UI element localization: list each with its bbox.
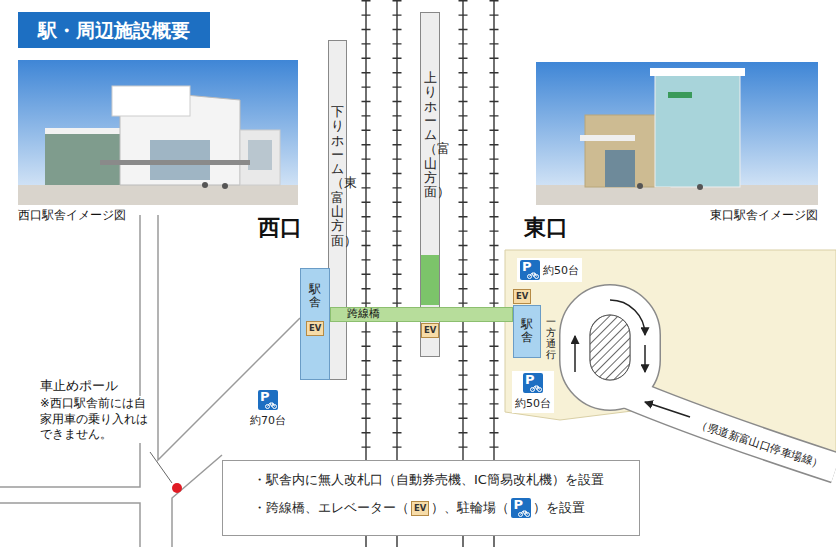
parking-letter: P (525, 373, 535, 387)
elevator-mark: EV (513, 289, 531, 304)
vertical-text: 駅舎 (309, 283, 321, 309)
bollard-label: 車止めポール (40, 377, 118, 395)
elevator-mark: EV (411, 501, 429, 516)
parking-letter: P (513, 498, 523, 512)
frame (530, 273, 537, 277)
parking-letter: P (522, 260, 532, 274)
parking-icon: P (511, 498, 531, 518)
note-line: ・駅舎内に無人改札口（自動券売機、IC簡易改札機）を設置 (253, 471, 639, 489)
node-text: EV (414, 503, 426, 513)
capacity-text: 約50台 (515, 396, 551, 411)
bicycle-parking: P 約50台 (512, 371, 554, 413)
title-text: 駅・周辺施設概要 (38, 19, 190, 41)
frame (521, 511, 528, 515)
parking-icon: P (520, 260, 540, 280)
image-caption: 西口駅舎イメージ図 (18, 207, 126, 224)
one-way-label: 一方通行 (546, 316, 556, 360)
node-text: EV (424, 325, 436, 335)
inline-slot: EV (411, 501, 429, 516)
capacity-text: 約50台 (543, 263, 579, 278)
bicycle-parking: P 約70台 (247, 388, 289, 430)
elevator-mark: EV (306, 321, 324, 336)
vertical-text: 下りホーム（東富山方面） (331, 105, 344, 248)
note-text: ）、駐輪場（ (431, 499, 509, 517)
note-line: ・跨線橋、エレベーター（ EV ）、駐輪場（ P ）を設置 (253, 498, 639, 518)
note-text: ・跨線橋、エレベーター（ (253, 499, 409, 517)
note-box: ・駅舎内に無人改札口（自動券売機、IC簡易改札機）を設置・跨線橋、エレベーター（… (222, 460, 640, 536)
exit-name: 西口 (258, 213, 302, 243)
vertical-text: 上りホーム（富山方面） (424, 71, 437, 200)
bicycle-parking: P 約50台 (517, 258, 582, 282)
note-text: ）を設置 (533, 499, 585, 517)
parking-icon: P (523, 373, 543, 393)
parking-letter: P (260, 390, 270, 404)
station-building: 駅舎 (513, 305, 541, 358)
node-text: EV (516, 291, 528, 301)
elevator-mark: EV (421, 323, 439, 338)
frame (533, 386, 540, 390)
vertical-text: 駅舎 (521, 318, 533, 344)
inline-slot: P (511, 498, 531, 518)
note-text: ・駅舎内に無人改札口（自動券売機、IC簡易改札機）を設置 (253, 472, 604, 487)
footbridge-band: 跨線橋 (330, 307, 513, 322)
platform-bar: 上りホーム（富山方面） EV (420, 12, 440, 357)
node-text: 跨線橋 (347, 307, 380, 320)
title-box: 駅・周辺施設概要 (18, 12, 210, 48)
exit-name: 東口 (524, 213, 568, 243)
capacity-text: 約70台 (250, 413, 286, 428)
platform-bar: 下りホーム（東富山方面） (328, 40, 347, 380)
frame (268, 403, 275, 407)
node-text: EV (309, 323, 321, 333)
image-caption: 東口駅舎イメージ図 (700, 207, 818, 224)
station-building: 駅舎 EV (300, 268, 330, 380)
parking-icon: P (258, 390, 278, 410)
note-text: ※西口駅舎前には自家用車の乗り入れはできません。 (40, 396, 152, 443)
